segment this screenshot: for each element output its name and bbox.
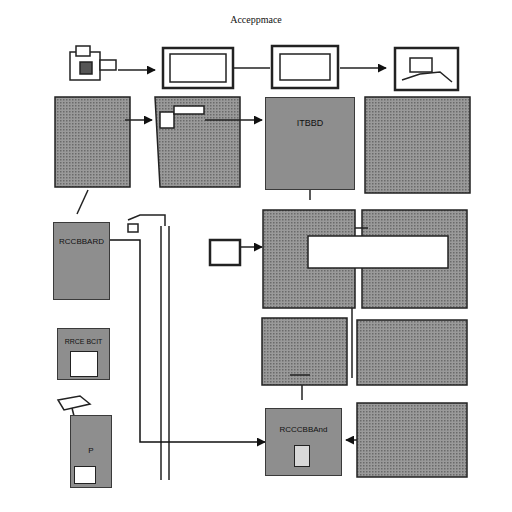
box-decoration [294, 445, 310, 467]
box-label: RCCBBARD [54, 235, 109, 250]
box-label: ITBBD [266, 116, 354, 132]
box-decoration [74, 466, 96, 484]
process-box: ITBBD [265, 97, 355, 190]
process-box: RCCBBARD [53, 222, 110, 300]
box-decoration [70, 351, 98, 377]
box-label: RCCCBBAnd [266, 423, 341, 438]
process-box: RCCCBBAnd [265, 408, 342, 476]
process-box: P [70, 415, 112, 488]
box-label: P [71, 444, 111, 459]
flow-arrow [110, 240, 265, 442]
diagram-title: Acceppmace [0, 14, 512, 25]
process-box: RRCE BCIT [57, 328, 110, 380]
box-label: RRCE BCIT [58, 335, 109, 349]
